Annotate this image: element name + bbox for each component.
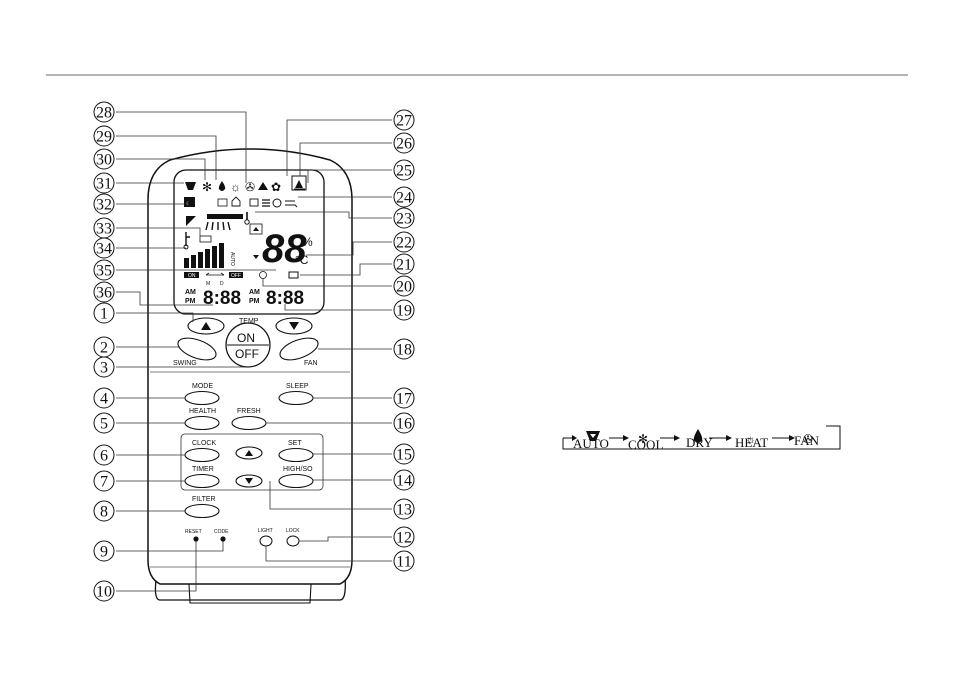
- reset-button[interactable]: [193, 536, 198, 541]
- day-tag: D: [220, 281, 224, 287]
- fresh-button[interactable]: [232, 417, 266, 430]
- auto-vertical-label: AUTO: [229, 252, 235, 266]
- callout-number: 34: [96, 241, 112, 258]
- callout-number: 12: [396, 530, 412, 547]
- sleep-label: SLEEP: [286, 383, 309, 390]
- fresh-label: FRESH: [237, 408, 261, 415]
- callout-number: 1: [100, 306, 108, 323]
- highso-label: HIGH/SO: [283, 466, 313, 473]
- callout-number: 32: [96, 197, 112, 214]
- callout-number: 21: [396, 257, 412, 274]
- light-label: LIGHT: [258, 528, 273, 534]
- code-button[interactable]: [220, 536, 225, 541]
- fresh-icon: ✿: [271, 180, 281, 194]
- remote-body: [148, 149, 352, 603]
- clock-button[interactable]: [185, 449, 219, 462]
- health-button[interactable]: [185, 417, 219, 430]
- light-button[interactable]: [260, 536, 272, 546]
- fan-label: FAN: [304, 360, 318, 367]
- callout-number: 6: [100, 448, 108, 465]
- callout-number: 35: [96, 263, 112, 280]
- cool-mode-icon: ✻: [202, 180, 212, 194]
- callout-number: 15: [396, 447, 412, 464]
- callout-number: 5: [100, 416, 108, 433]
- am-right: AM: [249, 289, 260, 296]
- fan-speed-icon: ✇: [245, 180, 255, 194]
- callout-number: 18: [396, 342, 412, 359]
- callout-number: 3: [100, 360, 108, 377]
- reset-label: RESET: [185, 529, 202, 535]
- set-button[interactable]: [279, 449, 313, 462]
- callout-number: 36: [96, 285, 112, 302]
- callout-number: 10: [96, 584, 112, 601]
- filter-button[interactable]: [185, 505, 219, 518]
- timer-off-tag: OFF: [231, 273, 241, 279]
- filter-label: FILTER: [192, 496, 216, 503]
- lock-button[interactable]: [287, 536, 299, 546]
- highso-button[interactable]: [279, 475, 313, 488]
- callout-number: 27: [396, 113, 412, 130]
- callout-number: 4: [100, 391, 108, 408]
- callout-number: 20: [396, 279, 412, 296]
- off-label: OFF: [235, 347, 259, 361]
- callout-number: 13: [396, 502, 412, 519]
- am-left: AM: [185, 289, 196, 296]
- health-label: HEALTH: [189, 408, 216, 415]
- set-label: SET: [288, 440, 302, 447]
- mode-dry-label: DRY: [686, 435, 713, 450]
- mode-auto-label: AUTO: [573, 436, 609, 451]
- callout-number: 31: [96, 176, 112, 193]
- callout-number: 17: [396, 391, 412, 408]
- pm-left: PM: [185, 298, 196, 305]
- callout-number: 28: [96, 105, 112, 122]
- month-tag: M: [206, 281, 210, 287]
- mode-heat-label: HEAT: [735, 435, 768, 450]
- callout-number: 26: [396, 136, 412, 153]
- code-label: CODE: [214, 529, 229, 535]
- callout-number: 24: [396, 190, 412, 207]
- callout-number: 16: [396, 416, 412, 433]
- mode-fan-label: FAN: [794, 433, 820, 448]
- pm-right: PM: [249, 298, 260, 305]
- percent-sign: %: [302, 235, 313, 249]
- time-left: 8:88: [203, 288, 241, 309]
- sleep-button[interactable]: [279, 392, 313, 405]
- callout-number: 11: [396, 554, 411, 571]
- callout-number: 23: [396, 211, 412, 228]
- timer-label: TIMER: [192, 466, 214, 473]
- mode-label: MODE: [192, 383, 213, 390]
- heat-mode-icon: ☼: [230, 180, 241, 194]
- callout-number: 22: [396, 235, 412, 252]
- clock-label: CLOCK: [192, 440, 216, 447]
- mode-button[interactable]: [185, 392, 219, 405]
- louver-bar: [207, 214, 243, 219]
- callout-number: 19: [396, 303, 412, 320]
- on-label: ON: [237, 331, 255, 345]
- mode-sequence-diagram: ✻ ☼ ✇ AUTO COOL DRY HEAT FAN: [563, 426, 840, 452]
- callout-number: 29: [96, 129, 112, 146]
- swing-label: SWING: [173, 360, 197, 367]
- callout-number: 7: [100, 474, 108, 491]
- timer-button[interactable]: [185, 475, 219, 488]
- callout-number: 14: [396, 473, 412, 490]
- callout-number: 25: [396, 163, 412, 180]
- callout-number: 30: [96, 152, 112, 169]
- lock-label: LOCK: [286, 528, 300, 534]
- callout-number: 8: [100, 504, 108, 521]
- svg-text:☾: ☾: [186, 201, 190, 207]
- timer-on-tag: ON: [188, 273, 196, 279]
- callout-number: 33: [96, 221, 112, 238]
- mode-cool-label: COOL: [628, 437, 663, 452]
- callout-number: 9: [100, 544, 108, 561]
- callout-number: 2: [100, 340, 108, 357]
